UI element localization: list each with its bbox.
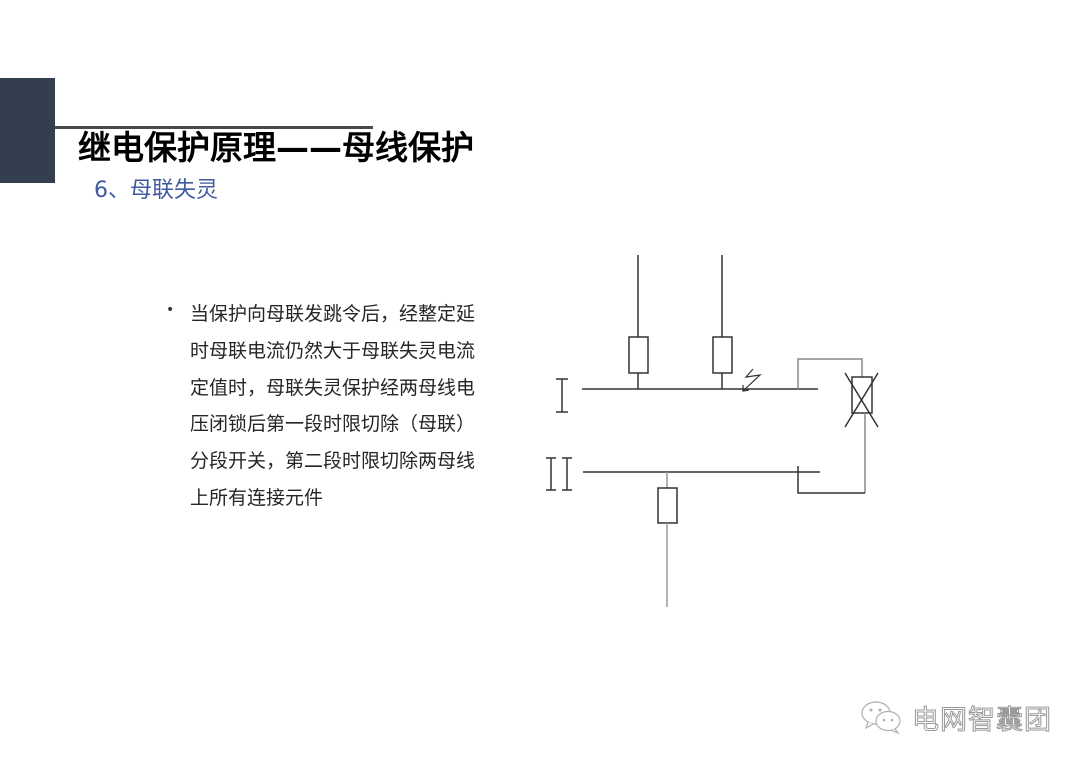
bullet-line: 压闭锁后第一段时限切除（母联）	[190, 413, 476, 436]
bus-coupler	[797, 358, 879, 494]
title-rule	[55, 126, 373, 129]
feeder-3	[657, 472, 678, 607]
feeder-1	[628, 255, 649, 389]
bullet-dot: •	[166, 302, 175, 318]
fault-lightning-icon	[742, 368, 762, 392]
watermark-text: 电网智囊团	[912, 704, 1052, 736]
wechat-icon	[861, 701, 901, 735]
bullet-line: 定值时，母联失灵保护经两母线电	[190, 376, 476, 399]
section-subtitle: 6、母联失灵	[94, 178, 218, 203]
bus-label-I	[556, 378, 568, 413]
page-title: 继电保护原理——母线保护	[78, 128, 474, 167]
feeder-2	[712, 255, 733, 389]
title-accent-block	[0, 78, 55, 183]
bus-label-II	[546, 457, 572, 491]
bullet-line: 时母联电流仍然大于母联失灵电流	[190, 339, 476, 362]
bullet-line: 当保护向母联发跳令后，经整定延	[190, 303, 476, 325]
bullet-text: 当保护向母联发跳令后，经整定延 时母联电流仍然大于母联失灵电流 定值时，母联失灵…	[190, 296, 500, 517]
watermark: 电网智囊团	[860, 698, 1052, 736]
bullet-line: 上所有连接元件	[190, 486, 324, 509]
bullet-line: 分段开关，第二段时限切除两母线	[190, 450, 476, 473]
